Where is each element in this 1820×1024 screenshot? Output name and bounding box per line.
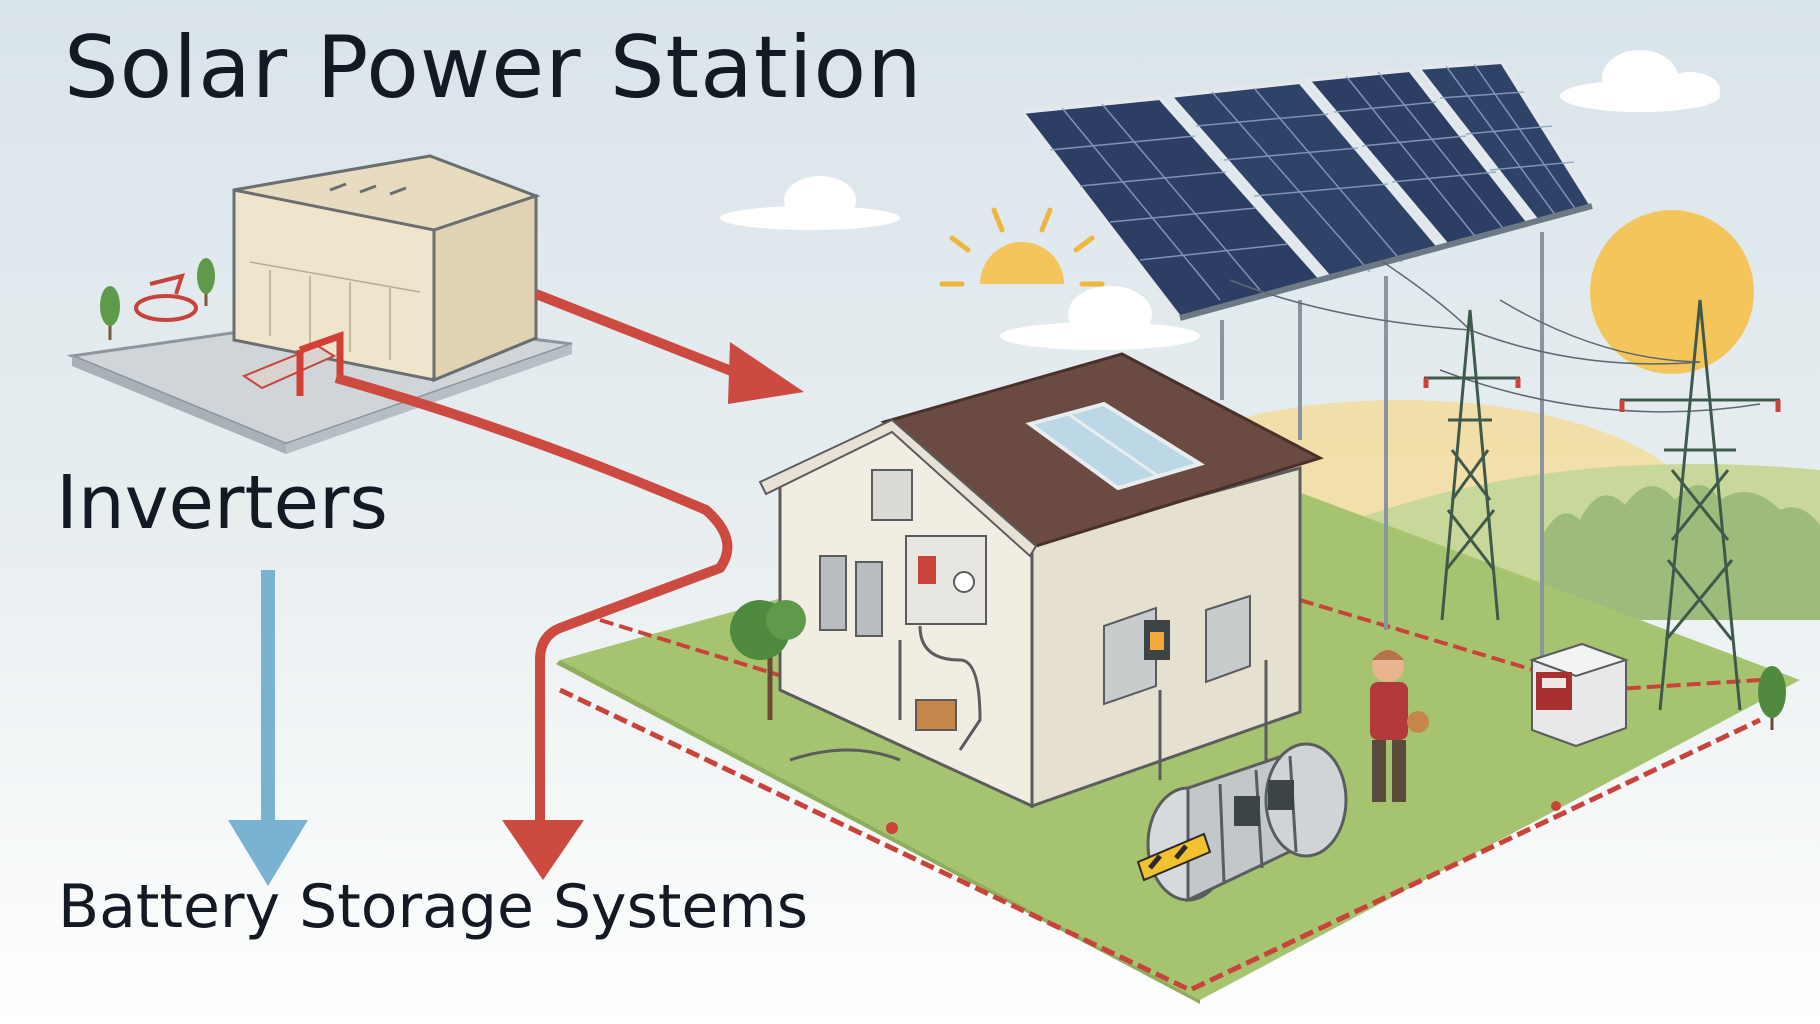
- power-tower-icon: [1619, 299, 1781, 711]
- house: [758, 352, 1324, 809]
- battery-unit: [1528, 642, 1630, 748]
- arrow-building-to-house: [534, 289, 804, 404]
- inverters-label: Inverters: [56, 460, 388, 546]
- tree-icon: [730, 600, 806, 720]
- panel-poles: [1220, 232, 1544, 680]
- arrow-inverters-to-battery: [228, 570, 308, 886]
- sun-icon: [939, 207, 1105, 287]
- large-sun-icon: [1590, 210, 1754, 374]
- boundary-line: [558, 687, 1762, 993]
- solar-panel-array: [1018, 59, 1596, 321]
- distant-trees: [1540, 485, 1820, 620]
- tree-icon: [1758, 666, 1786, 730]
- arrow-building-to-battery: [334, 373, 733, 880]
- battery-storage-label: Battery Storage Systems: [58, 872, 808, 942]
- tree-icon: [100, 286, 120, 340]
- person-icon: [1370, 650, 1429, 802]
- cloud-icon: [1560, 50, 1720, 112]
- tree-icon: [197, 258, 215, 306]
- cloud-icon: [720, 176, 900, 230]
- cloud-icon: [1000, 286, 1200, 350]
- power-tower-icon: [1423, 309, 1521, 621]
- page-title: Solar Power Station: [64, 18, 923, 118]
- inverter-building: [66, 154, 573, 454]
- power-lines: [1229, 259, 1761, 413]
- battery-cylinder: [1136, 742, 1348, 903]
